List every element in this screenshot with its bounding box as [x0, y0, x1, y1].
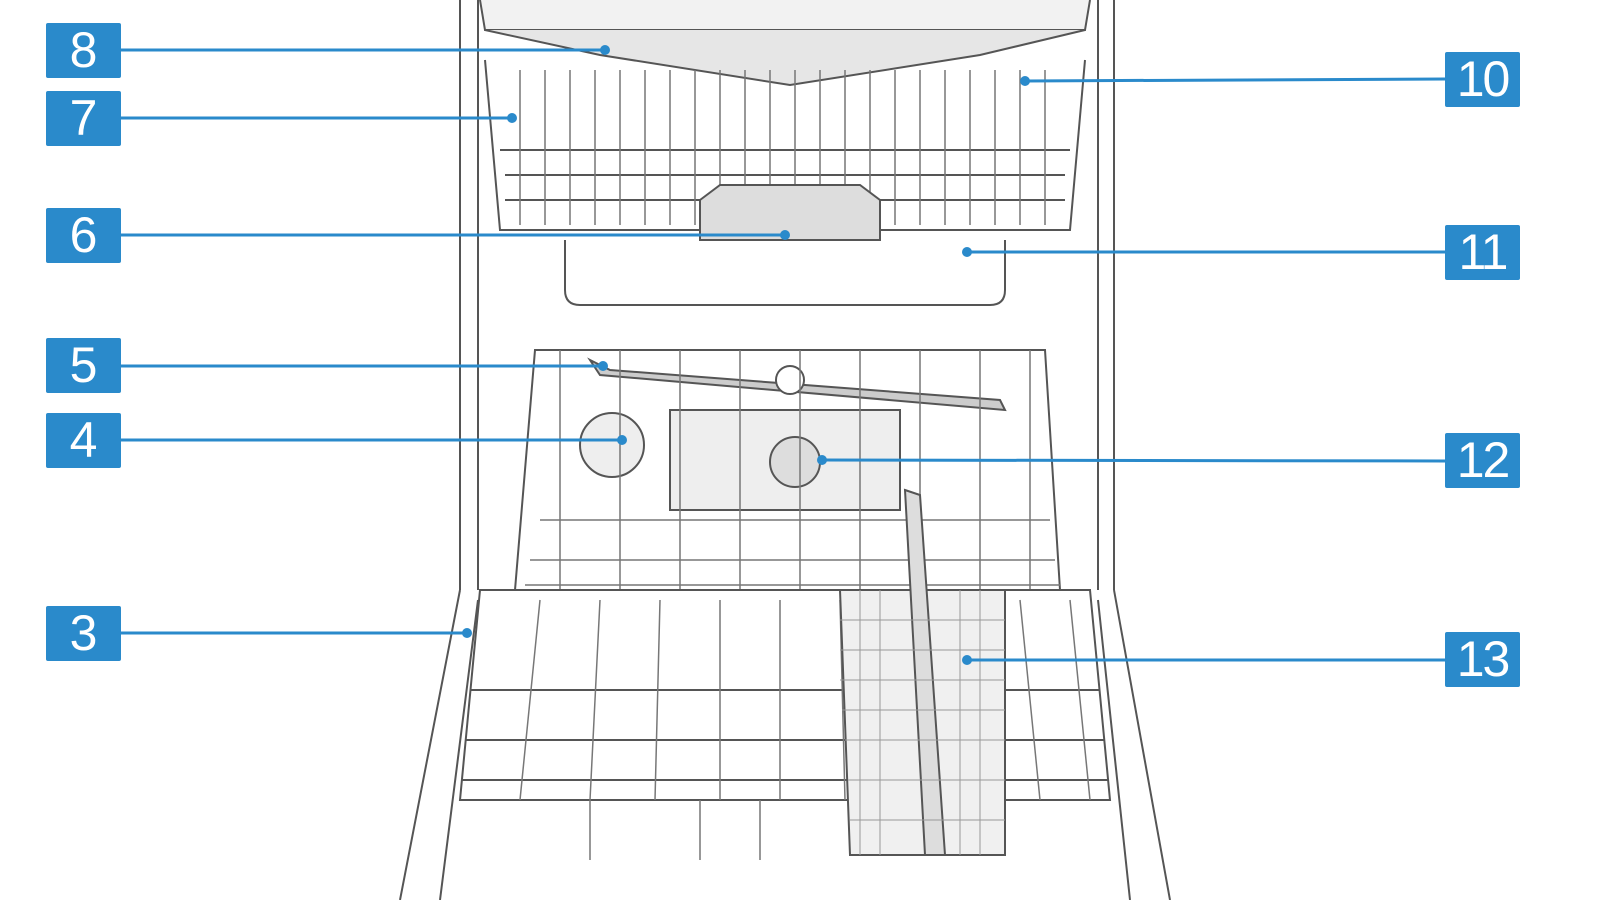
- callout-11: 11: [1445, 225, 1520, 280]
- callout-8: 8: [46, 23, 121, 78]
- callout-10: 10: [1445, 52, 1520, 107]
- leader-lines: [120, 48, 1446, 662]
- callout-7: 7: [46, 91, 121, 146]
- callout-12: 12: [1445, 433, 1520, 488]
- leader-line-10: [1024, 77, 1446, 83]
- leader-points: [462, 45, 1030, 665]
- callout-5: 5: [46, 338, 121, 393]
- callout-6: 6: [46, 208, 121, 263]
- callout-13: 13: [1445, 632, 1520, 687]
- callout-3: 3: [46, 606, 121, 661]
- callout-4: 4: [46, 413, 121, 468]
- leader-line-12: [821, 458, 1446, 463]
- dishwasher-body: [399, 0, 1171, 900]
